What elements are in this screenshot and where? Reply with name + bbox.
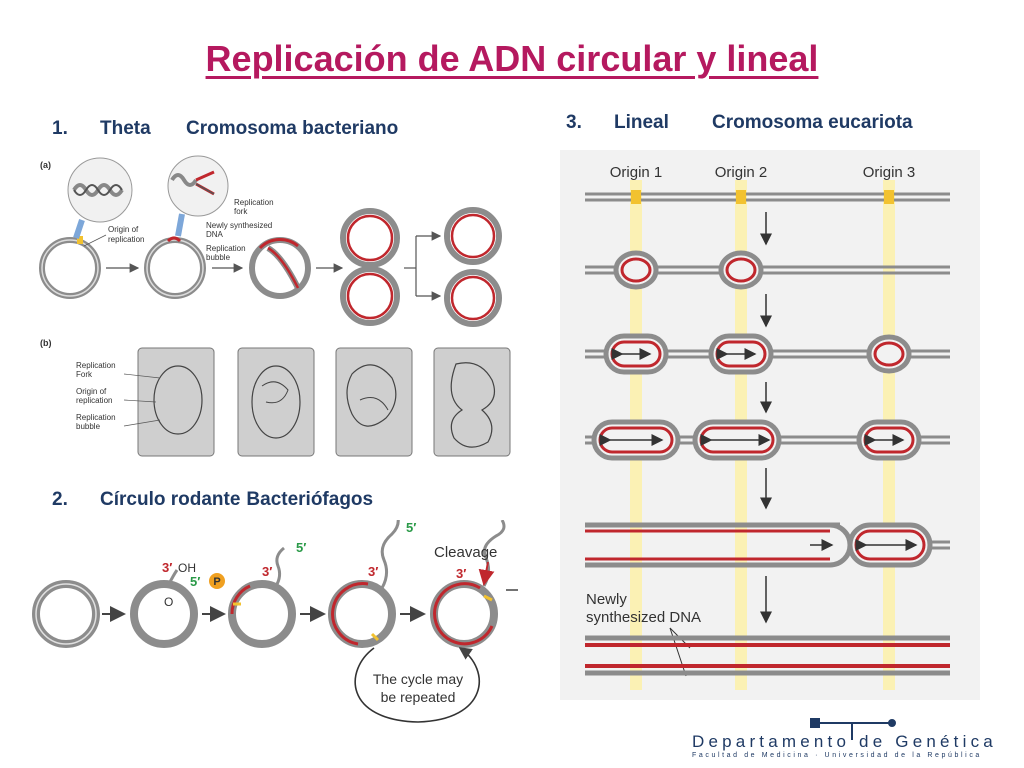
- heading-rolling-number: 2.: [52, 489, 68, 510]
- label-b-origin-2: replication: [76, 396, 112, 405]
- cleavage-label: Cleavage: [434, 544, 497, 561]
- cycle-line-2: be repeated: [381, 689, 456, 705]
- heading-theta: 1. Theta Cromosoma bacteriano: [52, 118, 398, 140]
- rolling-2-o: O: [164, 595, 173, 609]
- origin-3-label: Origin 3: [863, 164, 916, 181]
- label-fork-1: Replication: [234, 198, 274, 207]
- rolling-2-five-prime: 5′: [190, 574, 200, 589]
- rolling-4-three-prime: 3′: [368, 564, 378, 579]
- rolling-2-p: P: [213, 576, 220, 588]
- label-newly-1: Newly synthesized: [206, 221, 272, 230]
- linear-newly-2: synthesized DNA: [586, 609, 701, 626]
- rolling-circle-figure: 3′ OH 5′ P O 3′ 5′ 3′ 5′ 3′ Cleavage The…: [32, 520, 518, 723]
- origin-2-label: Origin 2: [715, 164, 768, 181]
- page-title: Replicación de ADN circular y lineal: [205, 38, 819, 79]
- label-fork-2: fork: [234, 207, 248, 216]
- theta-stage-4: [340, 208, 400, 326]
- micrograph-4: [433, 347, 511, 457]
- micrograph-2: [237, 347, 315, 457]
- label-bubble-1: Replication: [206, 244, 246, 253]
- rolling-2-three-prime: 3′: [162, 560, 172, 575]
- micrograph-3: [335, 347, 413, 457]
- rolling-3-three-prime: 3′: [262, 564, 272, 579]
- department-name: Departamento de Genética: [692, 732, 997, 751]
- label-origin-1: Origin of: [108, 225, 139, 234]
- rolling-2-oh: OH: [178, 561, 196, 575]
- heading-linear: 3. Lineal Cromosoma eucariota: [566, 112, 913, 134]
- heading-linear-name: Lineal: [614, 112, 669, 133]
- theta-stage-3: [249, 237, 311, 299]
- label-bubble-2: bubble: [206, 253, 231, 262]
- linear-row-final: [585, 635, 950, 676]
- rolling-stage-3: [228, 546, 296, 648]
- rolling-5-three-prime: 3′: [456, 566, 466, 581]
- theta-figure: (a) Origin of replication Replication fo…: [39, 155, 511, 457]
- heading-linear-subtitle: Cromosoma eucariota: [712, 112, 913, 133]
- rolling-stage-1: [32, 580, 100, 648]
- label-b-origin-1: Origin of: [76, 387, 107, 396]
- linear-row-2: [585, 250, 950, 290]
- label-b-fork-1: Replication: [76, 361, 116, 370]
- panel-a-label: (a): [40, 160, 51, 170]
- linear-row-1: [585, 190, 950, 204]
- heading-theta-subtitle: Cromosoma bacteriano: [186, 118, 399, 139]
- micrograph-1: [123, 347, 215, 457]
- cycle-line-1: The cycle may: [373, 671, 463, 687]
- heading-theta-number: 1.: [52, 118, 68, 139]
- heading-rolling-name: Círculo rodante: [100, 489, 241, 510]
- label-b-fork-2: Fork: [76, 370, 93, 379]
- rolling-stage-4: [328, 520, 400, 648]
- rolling-4-five-prime: 5′: [406, 520, 416, 535]
- origin-1-label: Origin 1: [610, 164, 663, 181]
- linear-newly-1: Newly: [586, 591, 627, 608]
- rolling-stage-2: [130, 569, 198, 648]
- label-newly-2: DNA: [206, 230, 224, 239]
- heading-rolling-subtitle: Bacteriófagos: [246, 489, 374, 510]
- linear-row-5: [585, 522, 950, 568]
- heading-theta-name: Theta: [100, 118, 151, 139]
- theta-stage-2: [144, 155, 229, 299]
- linear-figure: Origin 1 Origin 2 Origin 3: [560, 150, 980, 700]
- panel-b-label: (b): [40, 338, 52, 348]
- linear-row-4: [585, 419, 950, 461]
- rolling-stage-5: [430, 520, 518, 648]
- label-origin-2: replication: [108, 235, 144, 244]
- department-logo-icon: [810, 718, 896, 740]
- heading-linear-number: 3.: [566, 112, 582, 133]
- theta-stage-1: [39, 157, 133, 299]
- label-b-bubble-1: Replication: [76, 413, 116, 422]
- label-b-bubble-2: bubble: [76, 422, 101, 431]
- linear-row-3: [585, 333, 950, 375]
- theta-stage-5: [444, 207, 502, 327]
- rolling-3-five-prime: 5′: [296, 540, 306, 555]
- faculty-name: Facultad de Medicina · Universidad de la…: [692, 752, 982, 759]
